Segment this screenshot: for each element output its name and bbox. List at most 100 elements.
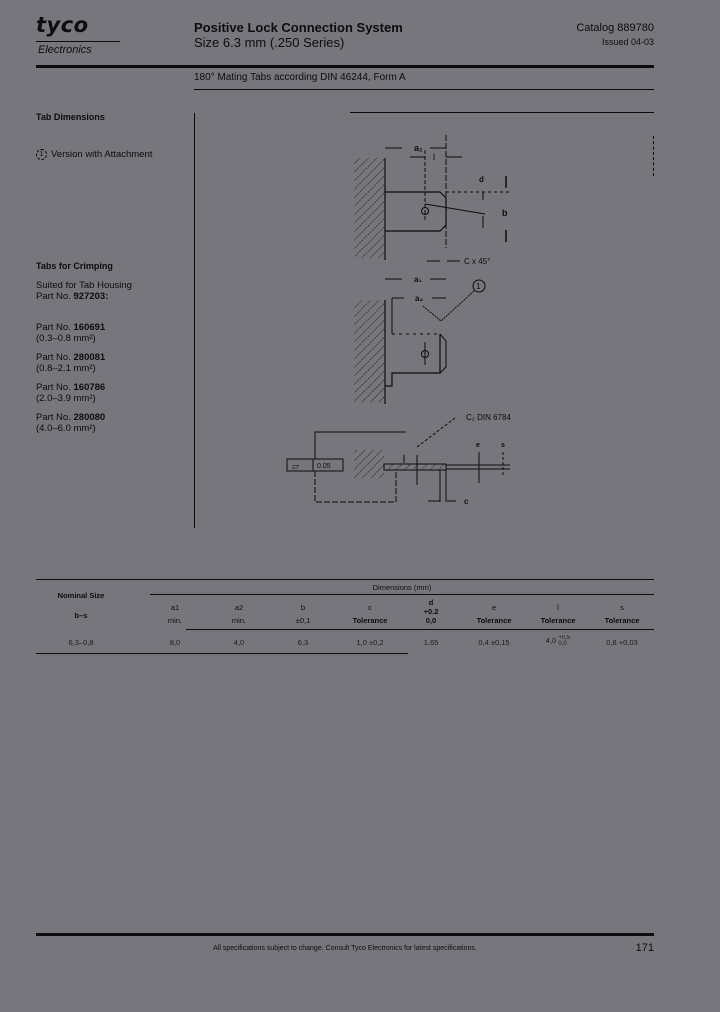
issue-date: Issued 04-03 [601, 37, 654, 47]
a1-label: a₁ [414, 275, 422, 284]
part-number: 280080 [73, 412, 106, 423]
section-title: 180° Mating Tabs according DIN 46244, Fo… [194, 72, 406, 83]
table-top-rule [36, 579, 654, 580]
housing-part-number: 927203: [73, 291, 109, 302]
cell-a2: 4,0 [233, 638, 245, 647]
hole-leader [424, 203, 486, 215]
tab-top-view: a₁ l d b C x 45° [354, 135, 510, 266]
dimensions-group-header: Dimensions (mm) [372, 583, 432, 592]
version-text: Version with Attachment [51, 149, 153, 161]
part-prefix: Part No. [36, 322, 74, 333]
tab-outline [385, 334, 441, 387]
hole-symbol [421, 350, 429, 358]
table-bottom-rule [36, 653, 408, 654]
part-item: Part No. 160786 (2.0–3.9 mm²) [36, 382, 105, 404]
cell-d: 1,65 [423, 638, 439, 647]
page-number: 171 [635, 942, 654, 954]
housing-hatch [354, 450, 384, 478]
c-label: c [464, 497, 469, 506]
tab-outline [385, 191, 447, 232]
footer-disclaimer: All specifications subject to change. Co… [213, 945, 477, 952]
group-header-rule [150, 594, 654, 595]
cell-b: 6,3 [297, 638, 309, 647]
part-range: (0.3–0.8 mm²) [36, 333, 96, 344]
l-value: 4,0 [545, 635, 557, 645]
part-number: 160786 [73, 382, 106, 393]
callout-leader [422, 290, 475, 322]
tab-chamfer [439, 333, 447, 374]
logo-subtitle: Electronics [38, 44, 92, 56]
section-rule [194, 89, 654, 90]
cell-nominal: 6,3–0,8 [68, 638, 94, 647]
cell-c: 1,0 ±0,2 [356, 638, 384, 647]
cell-s: 0,8 +0,03 [606, 638, 638, 647]
flatness-symbol: ⏥ [292, 461, 299, 471]
flatness-symbol-box [286, 458, 314, 472]
crimping-heading: Tabs for Crimping [36, 261, 113, 271]
tab-attachment-view: a₁ a₂ 1 [354, 275, 486, 404]
sidebar-divider [194, 113, 195, 528]
part-item: Part No. 280081 (0.8–2.1 mm²) [36, 352, 105, 374]
cell-l: 4,0 +0,5 0,0 [528, 635, 588, 647]
d-label: d [479, 175, 484, 184]
footer-rule [36, 933, 654, 936]
part-prefix: Part No. [36, 412, 74, 423]
housing-part: Part No. 927203: [36, 291, 108, 302]
document-title: Positive Lock Connection System [194, 20, 403, 35]
part-range: (2.0–3.9 mm²) [36, 393, 96, 404]
part-item: Part No. 160691 (0.3–0.8 mm²) [36, 322, 105, 344]
drawing-edge-line [653, 136, 654, 176]
tab-dimensions-heading: Tab Dimensions [36, 112, 105, 122]
part-range: (4.0–6.0 mm²) [36, 423, 96, 434]
c2-label: C₂ DIN 6784 [466, 413, 511, 422]
tab-side-view: C₂ DIN 6784 ⏥ 0.05 c e s [286, 413, 511, 506]
flatness-value-box [312, 458, 344, 472]
flatness-value: 0.05 [317, 463, 331, 470]
version-note: 1 Version with Attachment [36, 149, 152, 160]
part-number: 280081 [73, 352, 106, 363]
tolerance-frame-line [314, 470, 397, 503]
l-minus: 0,0 [558, 641, 567, 647]
housing-part-prefix: Part No. [36, 291, 74, 302]
drawing-top-rule [350, 112, 654, 113]
suited-line: Suited for Tab Housing [36, 280, 132, 291]
l-label: l [433, 152, 435, 162]
part-prefix: Part No. [36, 382, 74, 393]
nominal-size-header: Nominal Size [57, 591, 105, 600]
a2-label: a₂ [415, 294, 423, 303]
tab-section [383, 463, 447, 471]
col-b: b±0,1 [295, 603, 311, 625]
part-number: 160691 [73, 322, 106, 333]
nominal-size-sub: b–s [74, 611, 88, 620]
header-rule [36, 65, 654, 68]
tyco-logo: tyco [36, 13, 89, 37]
document-subtitle: Size 6.3 mm (.250 Series) [194, 35, 345, 50]
a1-label: a₁ [414, 143, 423, 153]
e-label: e [476, 442, 480, 449]
part-range: (0.8–2.1 mm²) [36, 363, 96, 374]
cell-a1: 8,0 [169, 638, 181, 647]
cell-e: 0,4 ±0,15 [478, 638, 510, 647]
part-item: Part No. 280080 (4.0–6.0 mm²) [36, 412, 105, 434]
header-bottom-rule [186, 629, 654, 630]
housing-hatch [354, 300, 384, 402]
callout-marker: 1 [36, 149, 47, 160]
technical-drawing: a₁ l d b C x 45° a₁ a₂ 1 [286, 135, 511, 506]
b-label: b [502, 208, 508, 218]
callout-number: 1 [476, 282, 481, 291]
s-label: s [501, 442, 505, 449]
callout-circle [472, 279, 486, 293]
l-plus: +0,5 [558, 635, 571, 641]
part-prefix: Part No. [36, 352, 74, 363]
chamfer-label: C x 45° [464, 257, 490, 266]
tolerance-frame-line [314, 431, 406, 459]
c2-leader [416, 417, 456, 448]
logo-divider [36, 41, 120, 42]
